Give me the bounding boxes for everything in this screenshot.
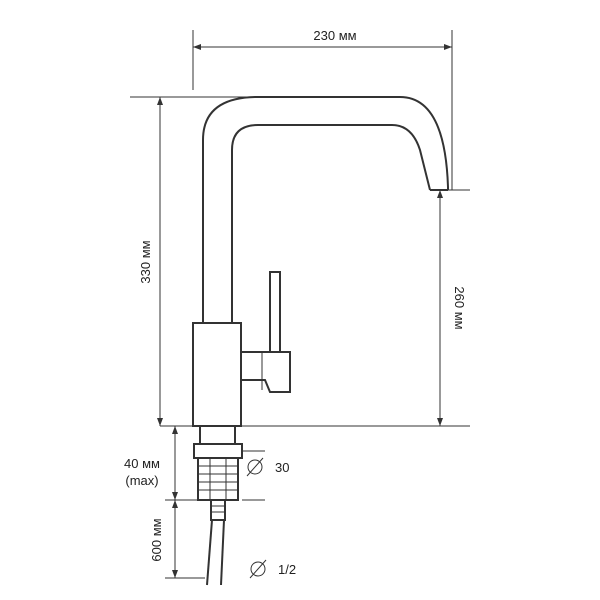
mount-depth-dimension: 40 мм (max): [124, 426, 198, 501]
spout-height-label: 260 мм: [452, 286, 467, 329]
hose-length-dimension: 600 мм: [149, 500, 205, 579]
height-total-dimension: 330 мм: [130, 96, 258, 426]
width-label: 230 мм: [313, 28, 356, 43]
faucet-body: [192, 96, 449, 427]
mounting-thread: [193, 425, 243, 501]
diameter-symbol-icon: [249, 559, 267, 579]
mount-depth-note: (max): [125, 473, 158, 488]
diameter-symbol-icon: [246, 457, 264, 477]
spout-height-dimension: 260 мм: [430, 189, 470, 426]
hose-length-label: 600 мм: [149, 518, 164, 561]
mount-diameter-label: 30: [275, 460, 289, 475]
width-dimension: 230 мм: [192, 28, 453, 190]
mount-diameter-callout: 30: [242, 450, 289, 501]
mount-depth-label: 40 мм: [124, 456, 160, 471]
supply-hose: [206, 499, 226, 586]
height-total-label: 330 мм: [138, 240, 153, 283]
hose-thread-callout: 1/2: [249, 559, 296, 579]
hose-thread-label: 1/2: [278, 562, 296, 577]
